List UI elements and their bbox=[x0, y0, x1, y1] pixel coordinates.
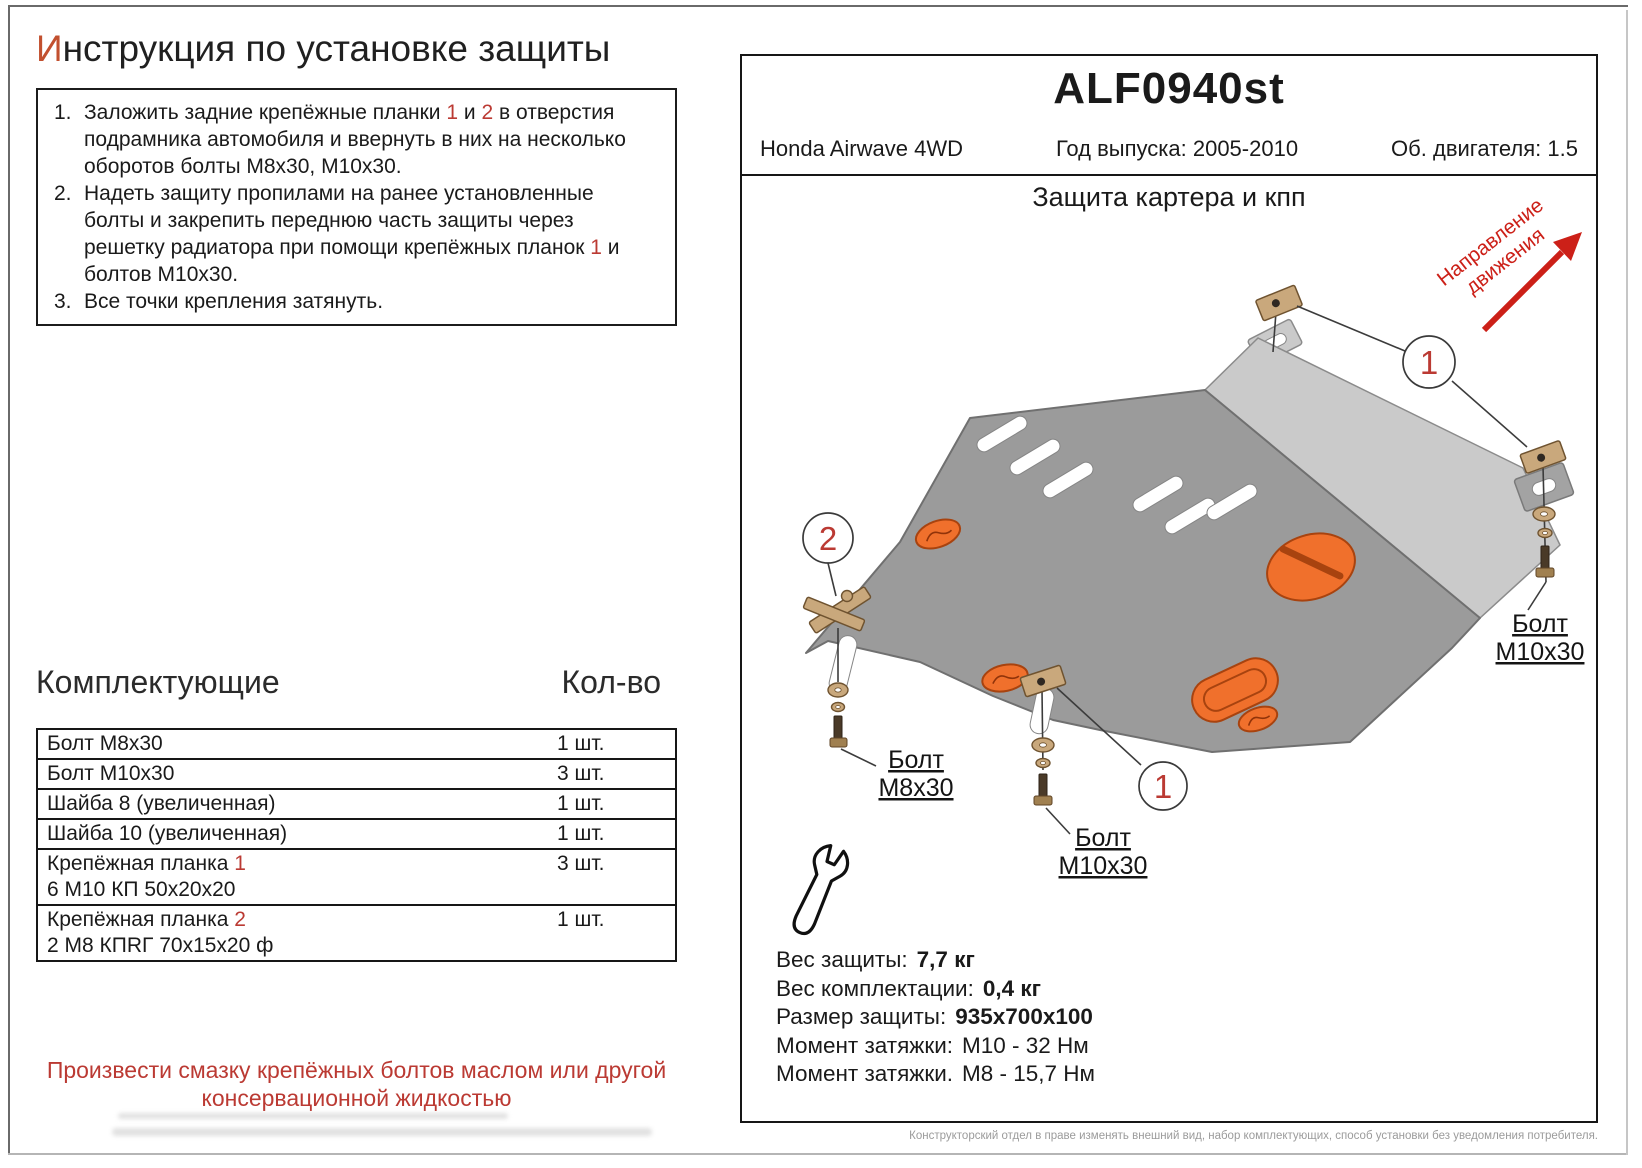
page-border-top bbox=[8, 5, 1628, 7]
callout-1b-number: 1 bbox=[1154, 768, 1172, 805]
diagram-canvas: Направление движения bbox=[792, 194, 1585, 936]
mount-bracket-top bbox=[1255, 284, 1406, 353]
product-info-row: Honda Airwave 4WD Год выпуска: 2005-2010… bbox=[760, 136, 1578, 162]
parts-header: Комплектующие Кол-во bbox=[36, 664, 677, 701]
callout-1a: 1 bbox=[1402, 335, 1528, 448]
wrench-icon bbox=[792, 844, 850, 936]
title-accent-letter: И bbox=[36, 28, 63, 69]
diagram-title: Защита картера и кпп bbox=[1032, 182, 1306, 212]
lubrication-note-line1: Произвести смазку крепёжных болтов масло… bbox=[46, 1057, 667, 1083]
lubrication-note: Произвести смазку крепёжных болтов масло… bbox=[36, 1056, 677, 1112]
spec-row: Вес комплектации:0,4 кг bbox=[776, 975, 1042, 1001]
bolt-assembly-center: Болт М10х30 bbox=[1019, 664, 1148, 880]
table-row: Шайба 8 (увеличенная)1 шт. bbox=[38, 790, 675, 820]
title-rest: нструкция по установке защиты bbox=[62, 28, 611, 69]
faded-watermark-line bbox=[118, 1113, 508, 1119]
instructions-list: 1.Заложить задние крепёжные планки 1 и 2… bbox=[36, 88, 677, 326]
page-title: Инструкция по установке защиты bbox=[36, 28, 610, 70]
callout-2-number: 2 bbox=[819, 520, 837, 557]
parts-heading: Комплектующие bbox=[36, 664, 280, 700]
product-code: ALF0940st bbox=[1053, 64, 1285, 113]
service-hatch-emblem bbox=[1266, 532, 1356, 602]
instruction-item: 1.Заложить задние крепёжные планки 1 и 2… bbox=[54, 101, 626, 178]
bolt-m10-center-label-line2: М10х30 bbox=[1059, 852, 1148, 880]
oval-hatch bbox=[1191, 657, 1279, 723]
alf-sticker bbox=[914, 518, 962, 550]
plate-main-face bbox=[805, 389, 1481, 753]
diagram-panel: Защита картера и кпп Направление движени… bbox=[740, 174, 1598, 1123]
page-border-left bbox=[8, 5, 10, 1155]
qty-heading: Кол-во bbox=[561, 664, 662, 700]
ventilation-slots bbox=[976, 415, 1258, 535]
spec-row: Размер защиты:935х700х100 bbox=[776, 1004, 1093, 1029]
page-border-right bbox=[1626, 10, 1628, 1155]
alf-sticker bbox=[981, 663, 1029, 693]
page-border-bottom bbox=[8, 1153, 1628, 1155]
bolt-assembly-right: Болт М10х30 bbox=[1496, 440, 1585, 666]
bolt-m8-label-line1: Болт bbox=[888, 746, 944, 774]
bolt-m8-label-line2: М8х30 bbox=[878, 774, 953, 802]
bolt-assembly-left: Болт М8х30 bbox=[802, 586, 954, 802]
spec-row: Вес защиты:7,7 кг bbox=[776, 947, 975, 972]
callout-1b: 1 bbox=[1138, 761, 1188, 811]
lubrication-note-line2: консервационной жидкостью bbox=[201, 1085, 512, 1111]
spec-row: Момент затяжки.М8 - 15,7 Нм bbox=[776, 1061, 1096, 1086]
spec-row: Момент затяжки:М10 - 32 Нм bbox=[776, 1032, 1089, 1058]
bolt-m10-right-label-line2: М10х30 bbox=[1496, 638, 1585, 666]
table-row: Шайба 10 (увеличенная)1 шт. bbox=[38, 820, 675, 850]
product-model: Honda Airwave 4WD bbox=[760, 136, 963, 161]
product-header: ALF0940st Honda Airwave 4WD Год выпуска:… bbox=[740, 54, 1598, 176]
alf-sticker bbox=[1237, 705, 1279, 733]
direction-arrow-head bbox=[1553, 232, 1582, 261]
footer-disclaimer: Конструкторский отдел в праве изменять в… bbox=[909, 1130, 1598, 1142]
skid-plate bbox=[805, 318, 1575, 753]
bolt-m10-right-label-line1: Болт bbox=[1512, 610, 1568, 638]
product-year: Год выпуска: 2005-2010 bbox=[1055, 136, 1299, 161]
bolt-m10-center-label-line1: Болт bbox=[1075, 824, 1131, 852]
direction-of-travel: Направление движения bbox=[1433, 194, 1582, 333]
faded-watermark-line bbox=[112, 1128, 652, 1136]
product-engine: Об. двигателя: 1.5 bbox=[1391, 136, 1578, 161]
callout-2: 2 bbox=[802, 512, 854, 597]
specs-block: Вес защиты:7,7 кг Вес комплектации:0,4 кг… bbox=[776, 946, 1095, 1089]
instruction-item: 3.Все точки крепления затянуть. bbox=[54, 290, 384, 313]
instruction-item: 2.Надеть защиту пропилами на ранее устан… bbox=[54, 182, 620, 286]
callout-1a-number: 1 bbox=[1420, 344, 1438, 381]
direction-arrow-shaft bbox=[1481, 249, 1565, 333]
